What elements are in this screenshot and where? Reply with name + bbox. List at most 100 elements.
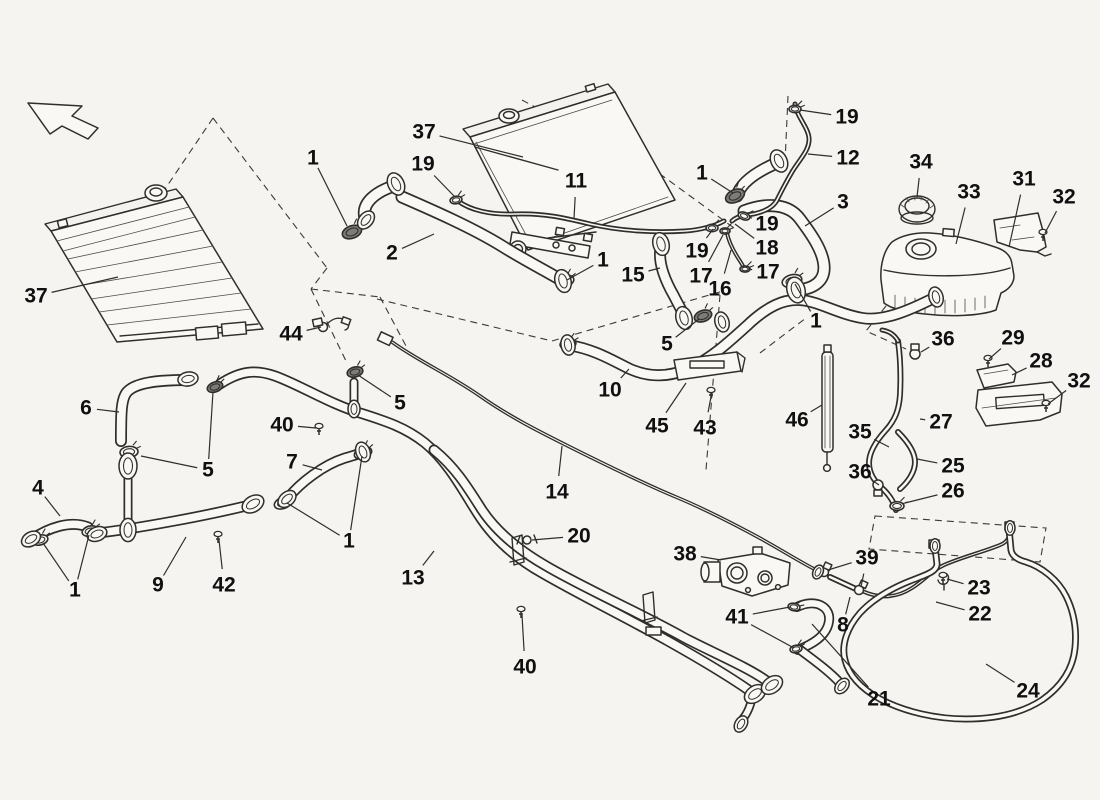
part-label-17: 17 — [689, 234, 724, 288]
part-label-6: 6 — [80, 397, 120, 420]
hose-clamp — [889, 496, 908, 512]
hose-end-collar — [356, 210, 376, 230]
part-label-20: 20 — [531, 525, 591, 548]
fitting-36-top — [909, 343, 921, 360]
part-label-9: 9 — [152, 536, 187, 597]
screw — [938, 571, 948, 584]
hose-end-collar — [785, 276, 807, 304]
hose-end-collar — [347, 399, 361, 419]
part-label-27: 27 — [919, 411, 953, 434]
part-label-19: 19 — [411, 153, 456, 198]
label-leader-line — [920, 346, 930, 353]
label-leader-line — [904, 494, 938, 504]
label-leader-line — [208, 391, 214, 460]
part-number-text: 45 — [645, 415, 669, 438]
part-label-35: 35 — [848, 421, 890, 448]
label-leader-line — [750, 624, 795, 649]
part-label-34: 34 — [909, 151, 933, 198]
label-leader-line — [845, 596, 851, 615]
part-number-text: 31 — [1012, 168, 1036, 191]
label-leader-line — [648, 267, 661, 272]
direction-arrow-icon — [27, 102, 99, 140]
part-label-40: 40 — [270, 414, 317, 437]
part-number-text: 1 — [69, 579, 81, 602]
label-leader-line — [422, 550, 435, 566]
label-leader-line — [1008, 194, 1022, 248]
hose-end-collar — [651, 231, 671, 257]
part-number-text: 44 — [279, 323, 303, 346]
hose-clamp — [788, 100, 806, 114]
screw — [706, 386, 716, 399]
hose-end-collar — [834, 677, 850, 695]
part-number-text: 11 — [565, 170, 588, 193]
part-number-text: 25 — [941, 455, 965, 478]
label-leader-line — [521, 614, 525, 652]
part-label-36: 36 — [920, 328, 955, 353]
part-label-18: 18 — [734, 223, 779, 260]
part-number-text: 17 — [756, 261, 779, 284]
sensor-44 — [311, 316, 352, 333]
part-number-text: 27 — [929, 411, 952, 434]
part-label-5: 5 — [140, 391, 214, 482]
label-leader-line — [810, 404, 823, 413]
part-number-text: 7 — [286, 451, 298, 474]
part-label-12: 12 — [807, 147, 860, 170]
part-number-text: 17 — [689, 265, 712, 288]
label-leader-line — [705, 228, 714, 239]
part-number-text: 19 — [755, 213, 778, 236]
label-leader-line — [306, 326, 322, 331]
hose-clamp — [705, 219, 723, 233]
hoses — [26, 155, 940, 727]
part-number-text: 16 — [708, 278, 731, 301]
hose-end-collar — [760, 674, 784, 696]
label-leader-line — [302, 464, 323, 471]
part-label-19: 19 — [799, 106, 859, 129]
part-label-39: 39 — [827, 547, 879, 588]
part-label-15: 15 — [621, 264, 661, 287]
part-number-text: 32 — [1052, 186, 1075, 209]
part-label-1: 1 — [307, 147, 348, 227]
part-number-text: 14 — [545, 481, 569, 504]
part-number-text: 29 — [1001, 327, 1024, 350]
part-number-text: 5 — [394, 392, 406, 415]
top-radiator — [462, 82, 676, 259]
label-leader-line — [700, 556, 722, 561]
label-leader-line — [988, 348, 1002, 360]
label-leader-line — [665, 382, 687, 414]
label-leader-line — [140, 455, 198, 469]
hose-clamp — [341, 218, 363, 240]
part-number-text: 10 — [598, 379, 621, 402]
thermostat-38 — [700, 546, 791, 597]
label-leader-line — [44, 496, 61, 517]
part-label-25: 25 — [916, 455, 965, 478]
left-radiator — [44, 184, 264, 343]
hose-end-collar — [277, 489, 297, 509]
hose-clamp — [719, 223, 735, 235]
part-number-text: 39 — [855, 547, 878, 570]
part-number-text: 22 — [968, 603, 991, 626]
label-leader-line — [77, 534, 90, 580]
label-leader-line — [955, 207, 966, 245]
bracket-13-lower — [640, 591, 662, 636]
part-label-5: 5 — [357, 374, 406, 415]
part-number-text: 23 — [967, 577, 990, 600]
part-number-text: 43 — [693, 417, 716, 440]
label-leader-line — [723, 249, 732, 274]
hose-end-collar — [929, 538, 941, 554]
hose-clamp — [449, 190, 466, 205]
part-number-text: 37 — [412, 121, 435, 144]
label-leader-line — [620, 368, 630, 379]
hose-end-collar — [674, 305, 694, 331]
part-number-text: 35 — [848, 421, 872, 444]
label-leader-line — [807, 153, 833, 158]
hose-clamp — [206, 375, 225, 394]
label-leader-line — [96, 408, 120, 413]
part-number-text: 1 — [343, 530, 355, 553]
label-leader-line — [531, 536, 564, 541]
hose-end-collar — [769, 149, 789, 173]
label-leader-line — [873, 438, 890, 448]
label-leader-line — [935, 601, 965, 611]
label-leader-line — [433, 175, 456, 198]
part-number-text: 46 — [785, 409, 808, 432]
